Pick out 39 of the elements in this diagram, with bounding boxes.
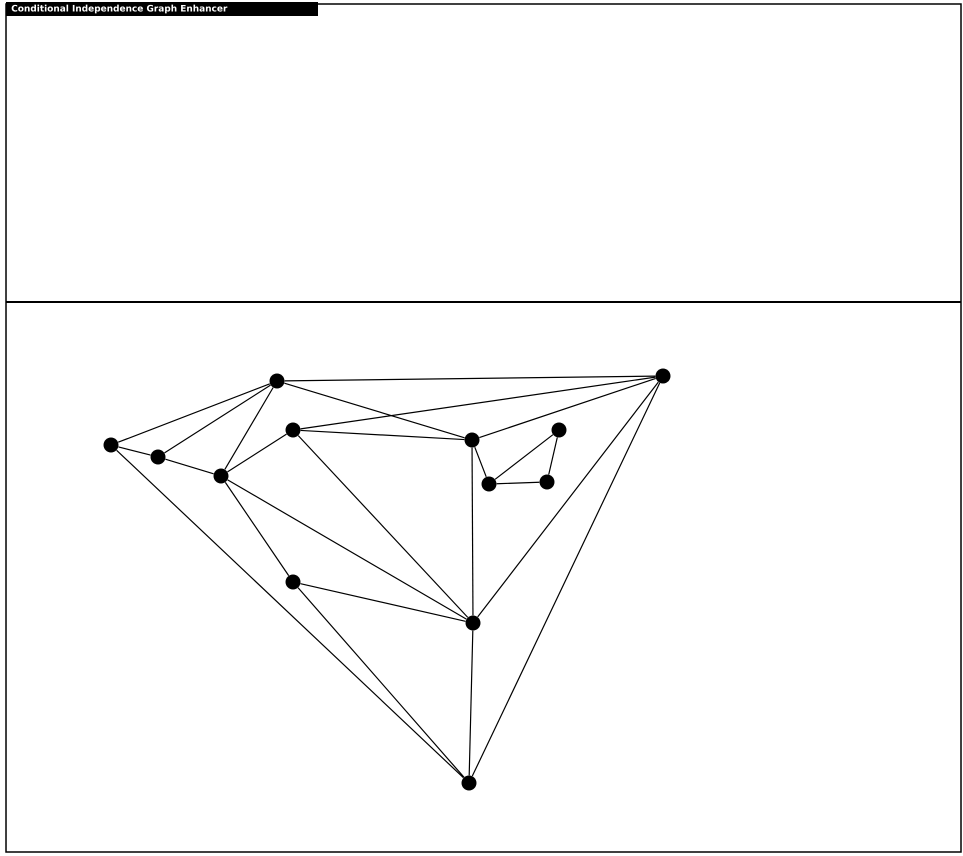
graph-vertex: [104, 438, 118, 452]
graph-edge: [496, 482, 540, 484]
graph-edge: [472, 382, 660, 776]
graph-vertex: [464, 432, 480, 448]
graph-edge: [284, 376, 656, 382]
graph-edge: [298, 435, 468, 618]
graph-edge: [224, 482, 290, 576]
graph-edge: [116, 450, 464, 778]
graph-edge: [284, 382, 465, 438]
graph-edge: [164, 384, 271, 454]
graph-vertex: [214, 468, 228, 484]
graph-vertex: [540, 474, 554, 490]
graph-edge: [494, 434, 554, 480]
graph-edge: [300, 376, 656, 430]
graph-vertex: [656, 368, 670, 384]
graph-vertex: [286, 422, 300, 438]
graph-edge: [548, 437, 558, 475]
graph-edge: [477, 382, 659, 618]
graph-vertex: [270, 374, 284, 388]
graph-edge: [298, 587, 464, 778]
graph-vertex: [466, 616, 480, 630]
graph-edge: [471, 448, 474, 616]
graph-vertex: [462, 776, 476, 790]
graph-vertex: [286, 574, 300, 590]
window-title: Conditional Independence Graph Enhancer: [12, 4, 228, 14]
graph-edge: [118, 383, 270, 443]
graph-edge: [300, 583, 466, 622]
graph-edge: [474, 446, 487, 478]
graph-vertex: [482, 476, 496, 492]
graph-edge: [118, 446, 151, 456]
graph-edge: [227, 434, 287, 472]
graph-edge: [468, 630, 474, 776]
graph-edge: [300, 430, 464, 440]
graph-edge: [165, 458, 214, 474]
graph-edge: [224, 387, 274, 470]
graph-vertex: [552, 422, 566, 438]
graph-vertex: [150, 450, 166, 464]
graph-edge: [479, 378, 656, 438]
graph-edge: [227, 479, 467, 620]
